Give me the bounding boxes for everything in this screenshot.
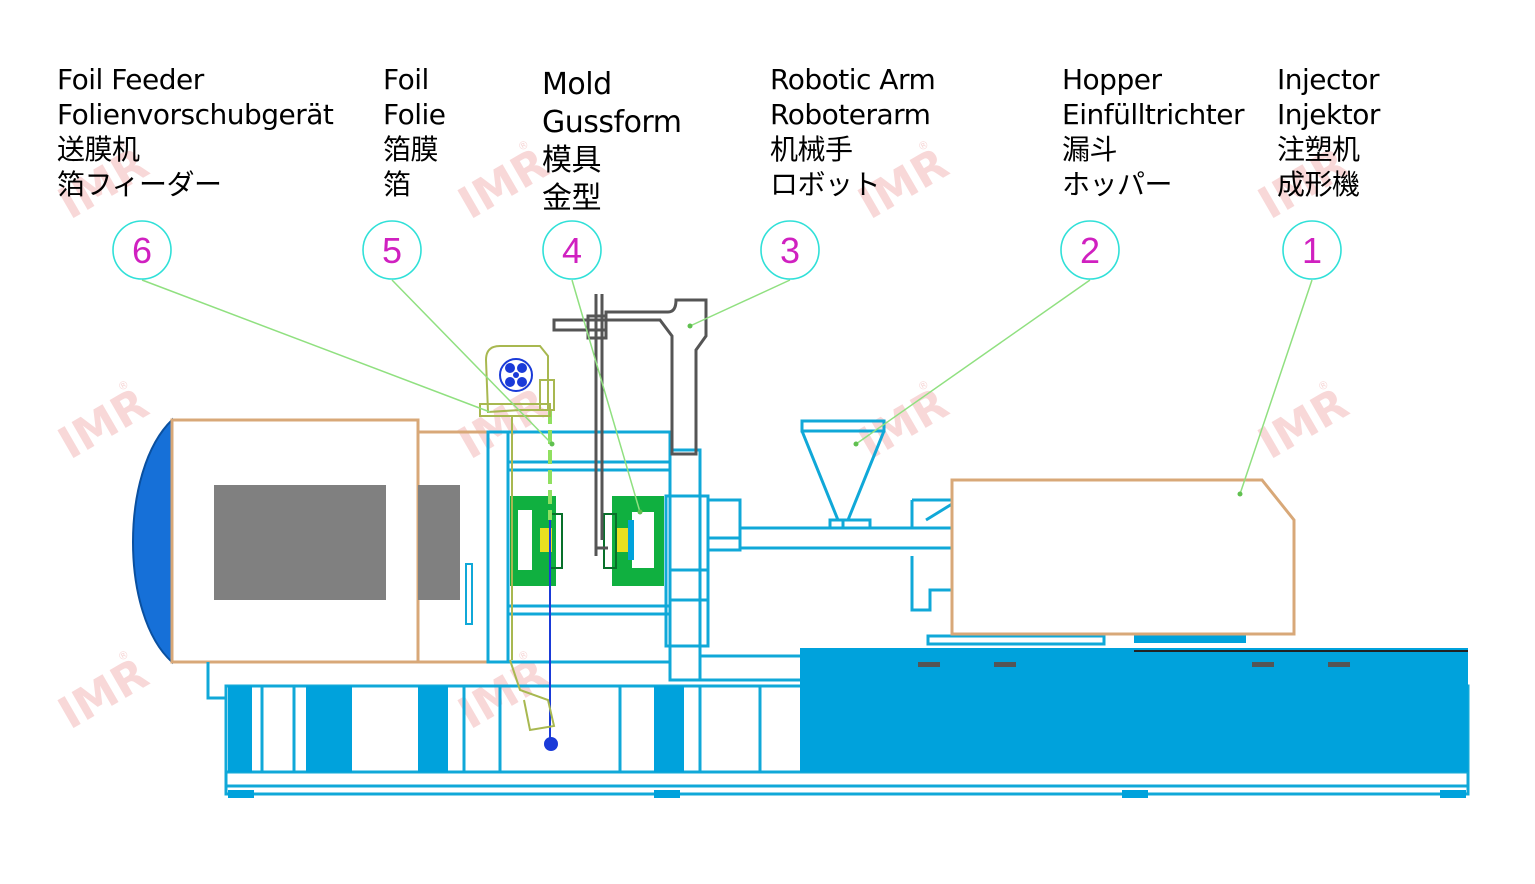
base-legs — [228, 686, 684, 772]
callout-number-2: 2 — [1080, 230, 1100, 271]
label-hopper: Hopper Einfülltrichter 漏斗 ホッパー — [1062, 62, 1245, 202]
label-line-zh: 注塑机 — [1277, 133, 1360, 166]
label-line-zh: 箔膜 — [383, 133, 439, 166]
callout-number-6: 6 — [132, 230, 152, 271]
label-foil-feeder: Foil Feeder Folienvorschubgerät 送膜机 箔フィー… — [57, 62, 334, 202]
callout-number-3: 3 — [780, 230, 800, 271]
label-line-zh: 送膜机 — [57, 133, 140, 166]
label-line-ja: ロボット — [770, 168, 881, 201]
watermark-text: IMR — [450, 138, 557, 229]
label-line-de: Einfülltrichter — [1062, 98, 1245, 131]
label-line-ja: 箔フィーダー — [57, 168, 222, 201]
callout-number-1: 1 — [1302, 230, 1322, 271]
platen-frame — [486, 430, 800, 682]
robotic-arm — [552, 294, 708, 556]
cabinet-vents — [918, 662, 1350, 667]
label-mold: Mold Gussform 模具 金型 — [542, 66, 682, 218]
label-line-en: Robotic Arm — [770, 63, 936, 96]
label-line-de: Gussform — [542, 105, 682, 140]
callout-leader-lines — [141, 279, 1313, 513]
label-line-en: Hopper — [1062, 63, 1162, 96]
foil-feeder-unit — [479, 345, 556, 732]
clamp-dome-cover — [132, 417, 173, 665]
label-line-en: Foil — [383, 63, 429, 96]
callout-number-4: 4 — [562, 230, 582, 271]
watermark-text: IMR — [50, 648, 157, 739]
label-line-de: Folie — [383, 98, 446, 131]
door-handle — [465, 563, 473, 625]
label-foil: Foil Folie 箔膜 箔 — [383, 62, 446, 202]
label-line-de: Injektor — [1277, 98, 1380, 131]
label-line-en: Injector — [1277, 63, 1380, 96]
watermark-logo: IMR® — [50, 647, 157, 739]
label-line-ja: 金型 — [542, 181, 602, 216]
hopper — [800, 419, 886, 528]
label-line-de: Folienvorschubgerät — [57, 98, 334, 131]
label-line-zh: 模具 — [542, 143, 602, 178]
housing-window-small — [418, 485, 460, 600]
foil-supply-reel — [499, 358, 533, 392]
watermark-logo: IMR® — [450, 137, 557, 229]
leader-endpoints — [549, 323, 1243, 515]
watermark-text: IMR — [1250, 378, 1357, 469]
base-feet — [228, 790, 1466, 798]
watermark-text: IMR — [850, 378, 957, 469]
label-line-ja: ホッパー — [1062, 168, 1173, 201]
mold-right-half — [603, 496, 664, 586]
injection-base-cabinet — [800, 648, 1468, 772]
label-line-ja: 成形機 — [1277, 168, 1360, 201]
injector-housing — [950, 478, 1296, 636]
label-line-zh: 机械手 — [770, 133, 853, 166]
watermark-logo: IMR® — [50, 377, 157, 469]
label-line-de: Roboterarm — [770, 98, 931, 131]
callout-circles — [112, 220, 1342, 280]
foil-takeup-roller — [544, 737, 558, 751]
mold-left-half — [510, 496, 563, 586]
watermark-text: IMR — [50, 378, 157, 469]
label-line-en: Foil Feeder — [57, 63, 204, 96]
injection-barrel — [708, 498, 954, 612]
callout-number-5: 5 — [382, 230, 402, 271]
label-injector: Injector Injektor 注塑机 成形機 — [1277, 62, 1380, 202]
label-line-en: Mold — [542, 67, 612, 102]
label-robotic-arm: Robotic Arm Roboterarm 机械手 ロボット — [770, 62, 936, 202]
label-line-ja: 箔 — [383, 168, 411, 201]
label-line-zh: 漏斗 — [1062, 133, 1118, 166]
control-panel-window — [214, 485, 386, 600]
